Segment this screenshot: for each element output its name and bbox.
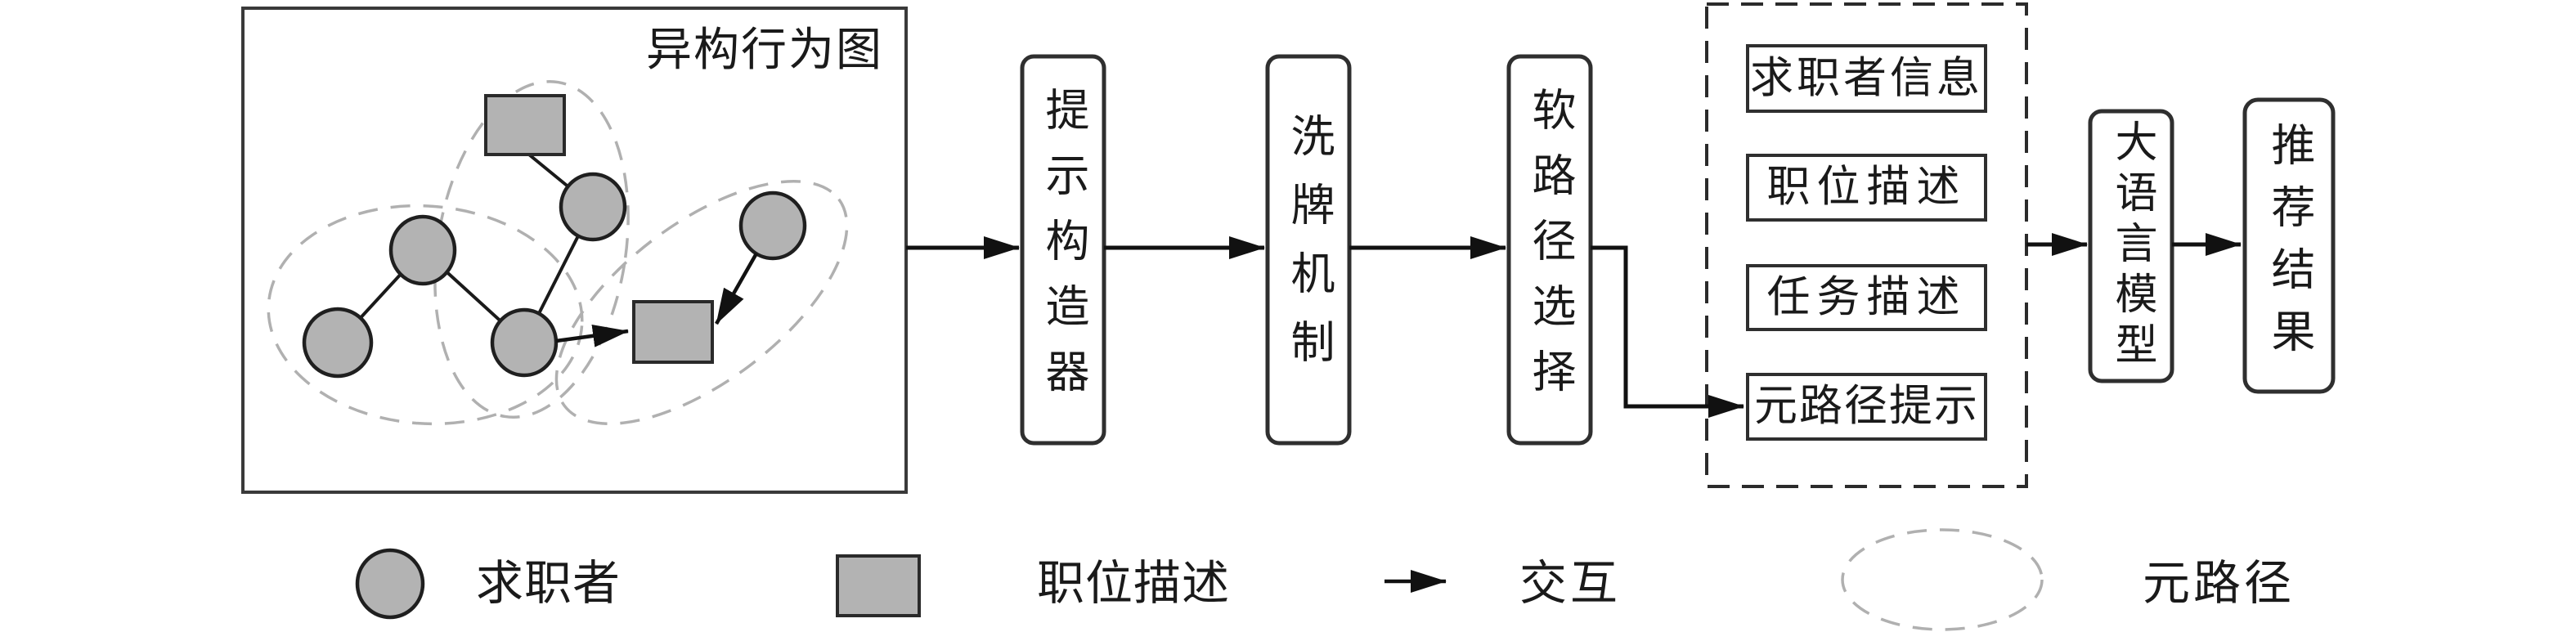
job-description-node-top bbox=[484, 94, 566, 156]
legend-job-description-square bbox=[836, 554, 921, 617]
legend-job-seeker-circle bbox=[355, 548, 425, 620]
job-seeker-node-2 bbox=[302, 307, 374, 379]
interaction-arrow-circle3-square bbox=[555, 324, 629, 347]
prompt-item-label-task-description: 任务描述 bbox=[1766, 274, 1967, 321]
prompt-item-label-seeker-info: 求职者信息 bbox=[1750, 55, 1983, 102]
llm-label: 大语言模型 bbox=[2108, 119, 2155, 373]
result-label: 推荐结果 bbox=[2264, 121, 2313, 370]
job-seeker-node-1 bbox=[388, 214, 457, 286]
job-seeker-node-4 bbox=[559, 172, 627, 242]
job-seeker-node-5 bbox=[738, 190, 807, 261]
result-box bbox=[2242, 97, 2336, 394]
pipeline-label-shuffle-mechanism: 洗牌机制 bbox=[1284, 112, 1333, 388]
job-description-node-right bbox=[632, 300, 714, 364]
prompt-item-box-task-description bbox=[1746, 264, 1987, 331]
interaction-arrow-circle5-square bbox=[715, 252, 758, 325]
graph-panel-title: 异构行为图 bbox=[646, 25, 883, 76]
meta-path-ellipse-left bbox=[267, 204, 584, 426]
prompt-item-box-meta-path-prompt bbox=[1746, 373, 1987, 441]
legend-label-job-seeker: 求职者 bbox=[476, 557, 622, 610]
pipeline-label-prompt-constructor: 提示构造器 bbox=[1039, 86, 1088, 414]
behavior-graph-panel bbox=[241, 7, 908, 494]
legend-meta-path-ellipse bbox=[1841, 528, 2044, 631]
flow-arrow-soft-path-to-meta-path-prompt bbox=[1591, 245, 1744, 418]
prompt-item-box-job-description bbox=[1746, 154, 1987, 222]
legend-label-meta-path: 元路径 bbox=[2143, 557, 2296, 610]
legend-label-job-description: 职位描述 bbox=[1037, 557, 1231, 610]
meta-path-ellipse-right bbox=[554, 180, 849, 425]
job-seeker-node-3 bbox=[490, 307, 559, 378]
legend-label-interaction: 交互 bbox=[1519, 557, 1622, 610]
prompt-item-box-seeker-info bbox=[1746, 44, 1987, 113]
prompt-item-label-job-description: 职位描述 bbox=[1766, 164, 1967, 211]
prompt-item-label-meta-path-prompt: 元路径提示 bbox=[1754, 383, 1979, 430]
pipeline-label-soft-path-selection: 软路径选择 bbox=[1525, 86, 1574, 414]
